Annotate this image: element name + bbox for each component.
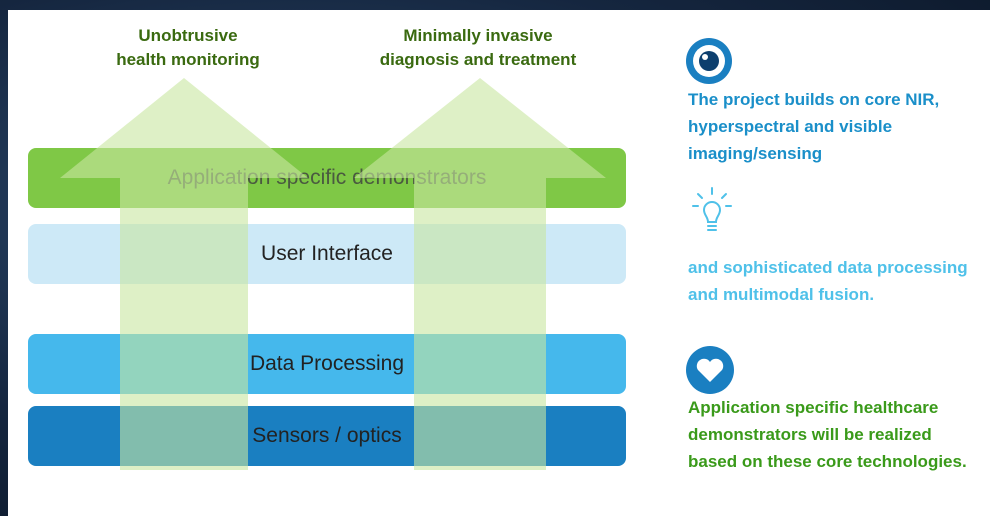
arrow-label-minimally-invasive: Minimally invasive diagnosis and treatme… [379, 26, 577, 69]
slide: Unobtrusive health monitoring Minimally … [8, 10, 990, 516]
layer-label: Application specific demonstrators [167, 166, 487, 189]
layer-application-demonstrators: Application specific demonstrators [28, 148, 626, 208]
lightbulb-icon [692, 187, 732, 231]
arrow-label-unobtrusive: Unobtrusive health monitoring [116, 26, 260, 69]
layer-label: Sensors / optics [252, 424, 402, 447]
layer-label: User Interface [261, 242, 393, 265]
side-text-core-imaging: The project builds on core NIR, hyperspe… [688, 90, 940, 163]
side-text-data-processing: and sophisticated data processing and mu… [688, 258, 968, 304]
layer-label: Data Processing [249, 352, 405, 375]
side-text-demonstrators: Application specific healthcare demonstr… [688, 398, 967, 471]
layer-data-processing: Data Processing [28, 334, 626, 394]
layer-sensors-optics: Sensors / optics [28, 406, 626, 466]
layer-user-interface: User Interface [28, 224, 626, 284]
heart-icon [686, 346, 734, 394]
eye-icon [686, 38, 732, 84]
